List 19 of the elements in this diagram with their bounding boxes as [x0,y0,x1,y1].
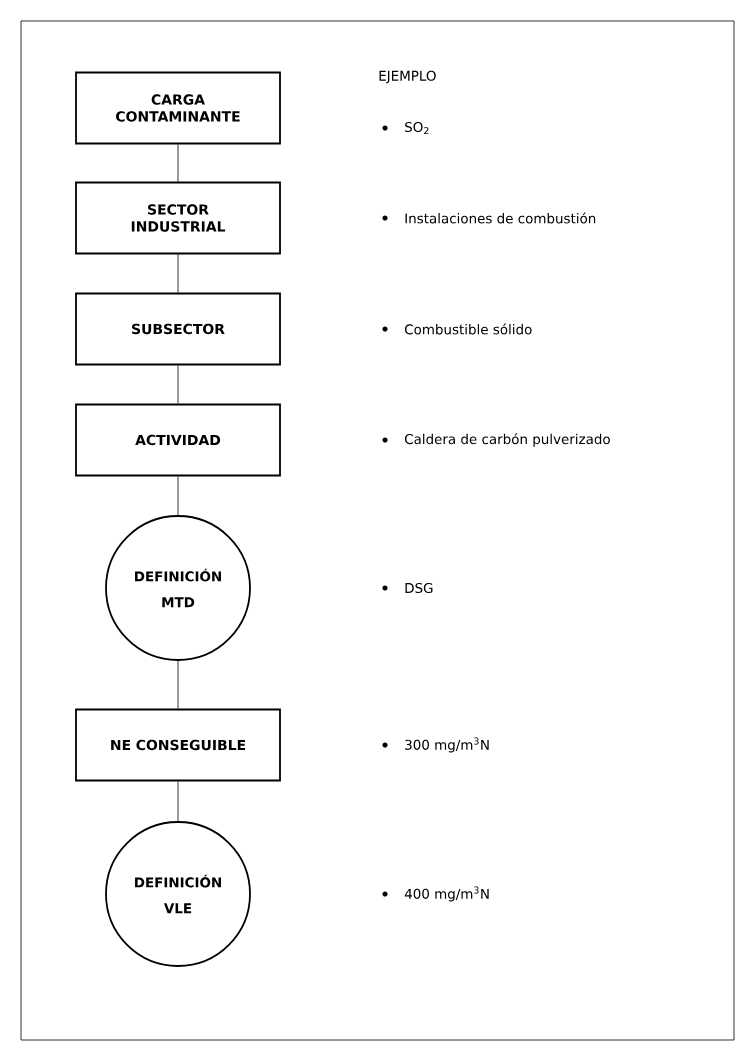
example-text: 400 mg/m$^{3}$N [404,886,489,902]
example-text: Instalaciones de combustión [405,212,596,224]
process-box: ACTIVIDAD [75,403,281,477]
example-text: Caldera de carbón pulverizado [404,433,610,447]
process-box: SECTOR INDUSTRIAL [75,181,281,255]
example-text: Combustible sólido [404,323,532,335]
connector-line [177,365,179,404]
connector-line [177,781,179,822]
process-box: NE CONSEGUIBLE [75,708,281,782]
process-box: SUBSECTOR [75,292,281,366]
example-text: SO$_{2}$ [405,121,429,135]
process-box: CARGA CONTAMINANTE [75,71,281,145]
example-text: 300 mg/m$^{3}$N [405,737,489,753]
heading-text: EJEMPLO [379,70,436,84]
connector-line [177,254,179,293]
example-text: DSG [405,582,433,594]
connector-line [177,144,179,182]
connector-line [177,660,179,709]
connector-line [177,476,179,516]
